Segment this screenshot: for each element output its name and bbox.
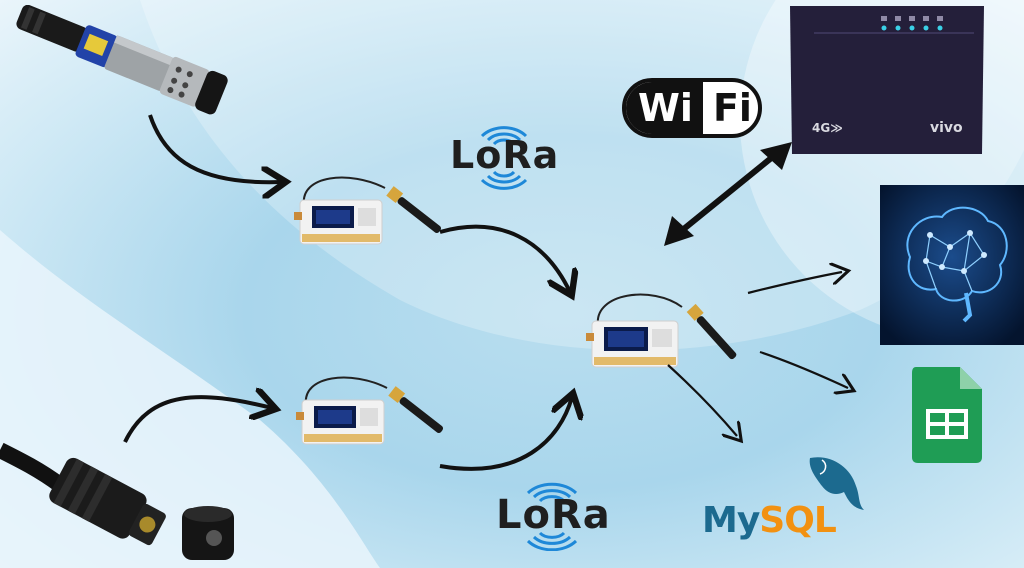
arrow-sensor-top-to-board-1 — [148, 114, 282, 182]
arrow-sensor-bottom-to-board-2 — [123, 397, 272, 443]
lora-bottom-label: LoRa — [496, 492, 611, 538]
wifi-logo: Wi Fi — [622, 78, 762, 138]
router-icon — [790, 6, 984, 154]
lora-board-1-icon — [294, 176, 442, 245]
lora-top-label: LoRa — [450, 133, 560, 177]
lora-top-waves-icon — [480, 126, 528, 190]
lora-bottom-waves-icon — [526, 482, 578, 551]
router-brand-label: vivo — [930, 120, 963, 136]
mysql-logo: MySQL — [702, 500, 837, 541]
arrow-gateway-to-mysql — [667, 364, 737, 436]
wifi-logo-wi: Wi — [626, 82, 703, 134]
lora-board-2-icon — [296, 376, 444, 445]
arrow-gateway-router-bidirectional — [664, 142, 792, 246]
wifi-logo-fi: Fi — [712, 86, 752, 130]
arrow-gateway-to-ai — [747, 272, 842, 295]
lora-gateway-board-icon — [586, 293, 737, 368]
arrow-gateway-to-sheets — [759, 350, 848, 388]
sensor-cable-icon — [0, 442, 234, 560]
ai-brain-icon — [880, 185, 1024, 345]
arrow-board-1-to-gateway — [439, 224, 570, 292]
router-4g-label: 4G≫ — [812, 121, 843, 135]
mysql-logo-sql: SQL — [759, 500, 836, 541]
arrow-board-2-to-gateway — [439, 397, 572, 471]
sensor-probe-icon — [16, 5, 228, 115]
mysql-logo-my: My — [702, 500, 760, 541]
google-sheets-icon — [912, 367, 982, 463]
mysql-dolphin-icon — [809, 457, 864, 510]
